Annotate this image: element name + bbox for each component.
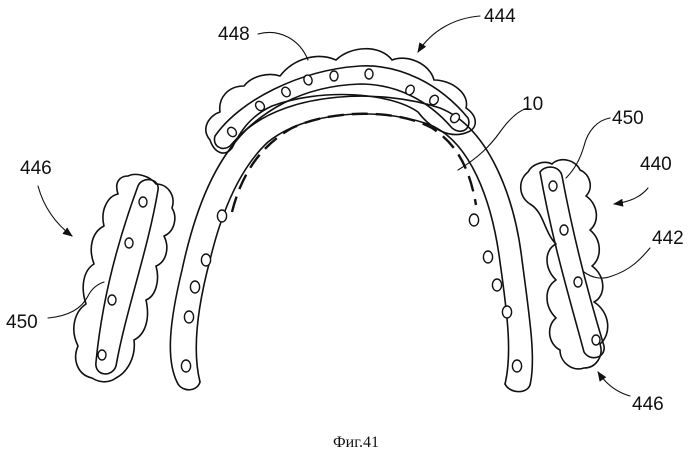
left-hole <box>139 197 147 207</box>
arch-hole <box>201 254 210 266</box>
leader-450-right <box>566 118 610 178</box>
leader-450-left <box>48 282 104 318</box>
leaders <box>38 16 650 396</box>
top-hole <box>404 84 416 97</box>
arch-holes <box>181 210 521 372</box>
arch-hole <box>492 279 501 291</box>
top-hole <box>365 69 373 79</box>
label-448: 448 <box>218 24 250 45</box>
right-hole <box>592 335 600 345</box>
right-hole <box>560 225 568 235</box>
left-segment-scalloped-outline <box>74 174 175 381</box>
figure-caption: Фиг.41 <box>333 434 379 451</box>
top-segment <box>206 49 475 153</box>
top-hole <box>226 126 239 139</box>
leader-448 <box>258 32 308 60</box>
arch-outer-edge <box>170 96 532 385</box>
left-segment <box>74 174 175 381</box>
arch-dashed-wire <box>232 114 476 212</box>
arch-hole <box>184 311 193 323</box>
label-442: 442 <box>652 228 684 249</box>
right-segment-holes <box>549 181 600 345</box>
arrow-446-right <box>598 372 630 396</box>
arch-hole <box>217 210 226 222</box>
arrow-444 <box>418 16 480 52</box>
top-hole <box>280 86 292 99</box>
arch-left-end <box>178 382 200 390</box>
label-440: 440 <box>640 154 672 175</box>
label-446-left: 446 <box>20 158 52 179</box>
top-hole <box>330 71 338 81</box>
arch-right-end <box>505 384 530 392</box>
arch-hole <box>190 281 199 293</box>
left-segment-strip <box>96 180 158 374</box>
label-10: 10 <box>522 94 543 115</box>
right-segment <box>521 160 608 369</box>
right-hole <box>574 277 582 287</box>
arch-hole <box>469 214 478 226</box>
arrow-446-left <box>38 186 72 236</box>
left-hole <box>125 238 133 248</box>
arch-inner-edge <box>196 114 508 384</box>
arch-hole <box>502 306 511 318</box>
top-hole <box>303 74 314 86</box>
arch-tray <box>170 96 532 391</box>
arrow-440 <box>614 188 648 204</box>
arch-hole <box>512 360 521 372</box>
leader-442 <box>584 248 650 278</box>
arch-hole <box>181 360 190 372</box>
label-450-left: 450 <box>6 312 38 333</box>
right-hole <box>549 181 557 191</box>
label-444: 444 <box>484 6 516 27</box>
label-446-right: 446 <box>632 394 664 415</box>
left-hole <box>108 295 116 305</box>
arch-hole <box>483 251 492 263</box>
label-450-right: 450 <box>612 108 644 129</box>
left-hole <box>98 350 106 360</box>
